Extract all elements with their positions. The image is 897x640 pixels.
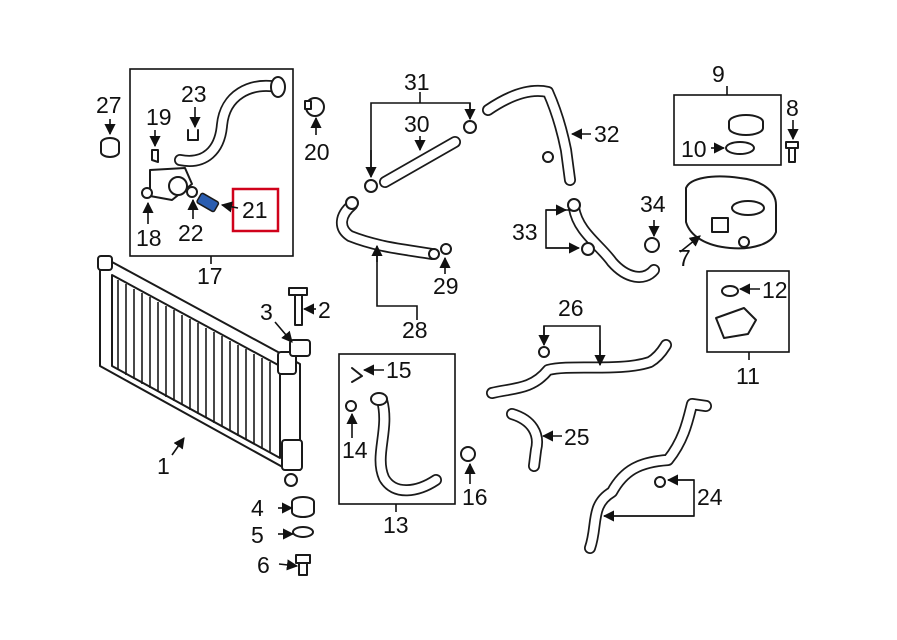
callout-31: 31 xyxy=(404,69,430,95)
callout-18: 18 xyxy=(136,225,162,251)
callout-4: 4 xyxy=(251,495,264,521)
hose-33 xyxy=(567,198,660,283)
hose-13 xyxy=(370,392,442,497)
coolant-reservoir xyxy=(685,175,777,250)
clamp-31b xyxy=(463,120,477,134)
o-ring-22 xyxy=(186,186,198,198)
o-ring-14 xyxy=(345,400,357,412)
hose-30 xyxy=(379,136,461,188)
bracket-11 xyxy=(715,307,757,339)
upper-hose xyxy=(149,76,286,201)
pipe-25 xyxy=(506,408,543,472)
ring-5 xyxy=(292,526,314,538)
clip-19 xyxy=(151,149,159,163)
callout-22: 22 xyxy=(178,220,204,246)
callout-1: 1 xyxy=(157,453,170,479)
callout-6: 6 xyxy=(257,552,270,578)
callout-30: 30 xyxy=(404,111,430,137)
radiator xyxy=(97,255,303,487)
mount-4 xyxy=(291,496,315,518)
callout-2: 2 xyxy=(318,297,331,323)
callout-5: 5 xyxy=(251,522,264,548)
clamp-31a xyxy=(364,179,378,193)
callout-33: 33 xyxy=(512,219,538,245)
hose-24 xyxy=(584,398,712,554)
callout-21: 21 xyxy=(242,197,268,223)
callout-32: 32 xyxy=(594,121,620,147)
clamp-34 xyxy=(644,237,660,253)
callout-11: 11 xyxy=(736,363,760,389)
temperature-sensor-21 xyxy=(196,192,220,213)
callout-23: 23 xyxy=(181,81,207,107)
highlight-box-21 xyxy=(231,187,280,233)
filler-cap xyxy=(728,114,764,136)
clamp-20 xyxy=(304,97,325,117)
cap-27 xyxy=(100,137,120,158)
bolt-8 xyxy=(785,141,799,163)
callout-24: 24 xyxy=(697,484,723,510)
mount-3 xyxy=(289,339,311,357)
clip-15 xyxy=(351,367,363,383)
callout-17: 17 xyxy=(197,263,223,289)
callout-8: 8 xyxy=(786,95,799,121)
callout-28: 28 xyxy=(402,317,428,343)
pipe-32 xyxy=(482,84,576,186)
group-box-11 xyxy=(706,270,790,353)
seal-10 xyxy=(725,141,755,155)
clamp-16 xyxy=(460,446,476,462)
callout-27: 27 xyxy=(96,92,122,118)
clip-23 xyxy=(187,129,199,141)
callout-10: 10 xyxy=(681,136,707,162)
callout-9: 9 xyxy=(712,61,725,87)
callout-15: 15 xyxy=(386,357,412,383)
callout-13: 13 xyxy=(383,512,409,538)
callout-12: 12 xyxy=(762,277,788,303)
pin-2 xyxy=(288,287,308,326)
group-box-13 xyxy=(338,353,456,505)
callout-16: 16 xyxy=(462,484,488,510)
callout-20: 20 xyxy=(304,139,330,165)
bolt-6 xyxy=(295,554,311,576)
callout-29: 29 xyxy=(433,273,459,299)
lower-pipe-28 xyxy=(336,196,440,260)
callout-25: 25 xyxy=(564,424,590,450)
callout-26: 26 xyxy=(558,295,584,321)
callout-3: 3 xyxy=(260,299,273,325)
callout-19: 19 xyxy=(146,104,172,130)
pipe-26 xyxy=(486,339,672,399)
o-ring-18 xyxy=(141,187,153,199)
callout-34: 34 xyxy=(640,191,666,217)
grommet-12 xyxy=(721,285,739,297)
o-ring-29 xyxy=(440,243,452,255)
callout-14: 14 xyxy=(342,437,368,463)
callout-7: 7 xyxy=(678,245,691,271)
